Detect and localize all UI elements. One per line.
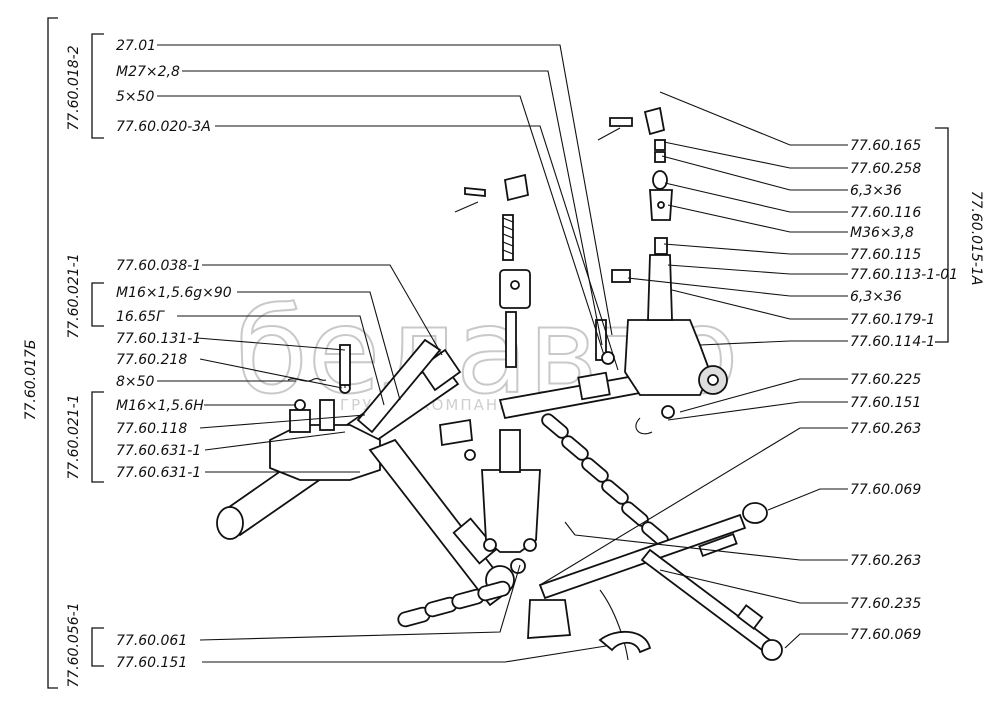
part-label: 5×50 bbox=[116, 89, 155, 105]
parts-drawing bbox=[216, 106, 783, 661]
center-fork bbox=[439, 418, 541, 553]
right-part-labels: 77.60.165 77.60.258 6,3×36 77.60.116 М36… bbox=[850, 138, 958, 643]
part-label: 77.60.631-1 bbox=[116, 465, 201, 481]
part-label: 27.01 bbox=[116, 38, 156, 54]
part-label: 16.65Г bbox=[116, 309, 165, 325]
part-label: 77.60.263 bbox=[850, 553, 921, 569]
part-label: 8×50 bbox=[116, 374, 155, 390]
group-label-021-1-upper: 77.60.021-1 bbox=[66, 253, 82, 338]
part-label: 6,3×36 bbox=[850, 289, 902, 305]
part-label: М16×1,5.6g×90 bbox=[116, 285, 232, 301]
top-link-rod bbox=[498, 371, 647, 420]
part-label: М36×3,8 bbox=[850, 225, 914, 241]
part-label: 77.60.038-1 bbox=[116, 258, 201, 274]
part-label: 77.60.113-1-01 bbox=[850, 267, 958, 283]
part-label: 77.60.258 bbox=[850, 161, 921, 177]
part-label: 77.60.069 bbox=[850, 627, 921, 643]
part-label: М27×2,8 bbox=[116, 64, 180, 80]
part-label: 77.60.115 bbox=[850, 247, 921, 263]
part-label: 77.60.020-3А bbox=[116, 119, 211, 135]
upper-center-hanger bbox=[454, 173, 531, 368]
diagonal-chain bbox=[541, 413, 669, 547]
right-stabilizer-rods bbox=[538, 502, 783, 661]
group-brackets bbox=[47, 17, 949, 689]
part-label: 77.60.235 bbox=[850, 596, 921, 612]
part-label: 77.60.061 bbox=[116, 633, 187, 649]
part-label: 77.60.631-1 bbox=[116, 443, 201, 459]
part-label: 77.60.116 bbox=[850, 205, 921, 221]
group-label-056-1: 77.60.056-1 bbox=[66, 602, 82, 687]
part-label: 6,3×36 bbox=[850, 183, 902, 199]
group-label-017b: 77.60.017Б bbox=[23, 340, 39, 421]
part-label: 77.60.218 bbox=[116, 352, 187, 368]
part-label: 77.60.069 bbox=[850, 482, 921, 498]
part-label: 77.60.225 bbox=[850, 372, 921, 388]
part-label: 77.60.263 bbox=[850, 421, 921, 437]
leader-lines bbox=[157, 44, 848, 663]
group-label-015-1a: 77.60.015-1А bbox=[968, 191, 984, 286]
part-label: М16×1,5.6Н bbox=[116, 398, 204, 414]
left-bracket bbox=[269, 344, 381, 481]
part-label: 77.60.165 bbox=[850, 138, 921, 154]
part-label: 77.60.151 bbox=[116, 655, 187, 671]
group-label-018-2: 77.60.018-2 bbox=[66, 45, 82, 130]
part-label: 77.60.114-1 bbox=[850, 334, 935, 350]
bottom-chain bbox=[397, 580, 572, 639]
right-housing bbox=[611, 254, 728, 435]
part-label: 77.60.131-1 bbox=[116, 331, 201, 347]
group-labels: 77.60.017Б 77.60.018-2 77.60.021-1 77.60… bbox=[23, 45, 984, 687]
group-label-021-1-lower: 77.60.021-1 bbox=[66, 394, 82, 479]
left-part-labels: 27.01 М27×2,8 5×50 77.60.020-3А 77.60.03… bbox=[116, 38, 232, 671]
loose-parts bbox=[564, 521, 652, 661]
part-label: 77.60.179-1 bbox=[850, 312, 935, 328]
part-label: 77.60.118 bbox=[116, 421, 187, 437]
part-label: 77.60.151 bbox=[850, 395, 921, 411]
